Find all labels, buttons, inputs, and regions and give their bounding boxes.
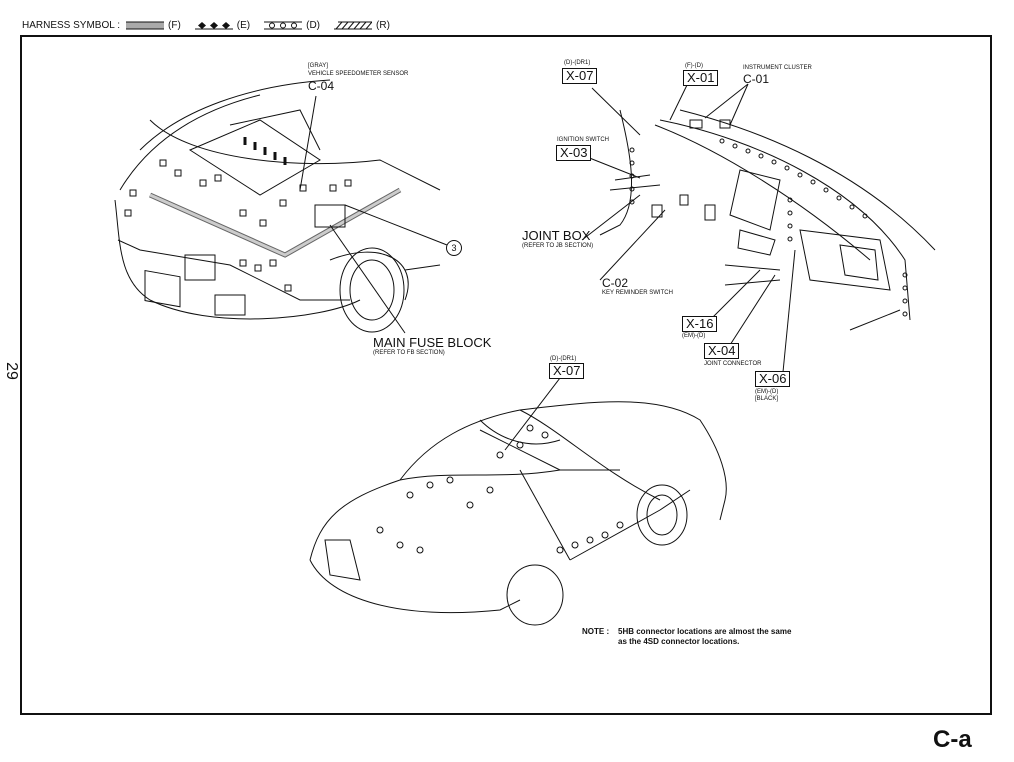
legend-title: HARNESS SYMBOL : [22,20,120,31]
x07-dash-harness: (D)-(DR1) [564,60,591,66]
note-line-1: 5HB connector locations are almost the s… [618,627,792,636]
x04-code[interactable]: X-04 [704,343,740,359]
joint-box-ref: (REFER TO JB SECTION) [522,243,594,249]
main-fuse-block-ref: (REFER TO FB SECTION) [373,350,445,356]
x03-code[interactable]: X-03 [556,145,592,161]
c02-name: KEY REMINDER SWITCH [602,290,673,296]
diamonds-symbol-icon [194,22,233,30]
legend-code-d: (D) [306,20,321,31]
legend-code-r: (R) [376,20,390,31]
callout-3-icon: 3 [446,240,462,256]
x04-name: JOINT CONNECTOR [704,361,762,367]
x06-code[interactable]: X-06 [755,371,791,387]
legend-code-e: (E) [236,20,251,31]
x06-color: [BLACK] [755,396,779,402]
hatched-symbol-icon [334,21,373,30]
harness-symbol-legend: HARNESS SYMBOL : (F) (E) (D) (R) [22,20,398,31]
c04-color-note: [GRAY] [308,63,328,69]
x01-code[interactable]: X-01 [683,70,719,86]
section-label: C-a [933,726,972,753]
dashboard-illustration [581,82,936,373]
x16-code[interactable]: X-16 [682,316,718,332]
engine-bay-illustration [114,79,448,334]
x07-body-harness: (D)-(DR1) [550,356,577,362]
legend-code-f: (F) [168,20,181,31]
x07-body-code[interactable]: X-07 [549,363,585,379]
dotted-band-symbol-icon [126,21,164,30]
c01-name: INSTRUMENT CLUSTER [743,65,812,71]
x07-dash-code[interactable]: X-07 [562,68,598,84]
x06-harness: (EM)-(D) [755,389,779,395]
circles-symbol-icon [264,21,303,30]
c04-name: VEHICLE SPEEDOMETER SENSOR [308,71,409,77]
main-fuse-block-label: MAIN FUSE BLOCK [373,335,492,350]
note-line-2: as the 4SD connector locations. [618,637,740,646]
x01-harness: (F)-(D) [685,63,703,69]
c02-code[interactable]: C-02 [602,276,629,290]
c04-code[interactable]: C-04 [308,79,335,93]
joint-box-label: JOINT BOX [522,228,591,243]
x03-name: IGNITION SWITCH [557,137,609,143]
vehicle-body-illustration [309,377,727,626]
c01-code[interactable]: C-01 [743,72,770,86]
diagram-frame [20,35,992,715]
note-label: NOTE : [582,627,610,636]
x16-harness: (EM)-(D) [682,333,706,339]
